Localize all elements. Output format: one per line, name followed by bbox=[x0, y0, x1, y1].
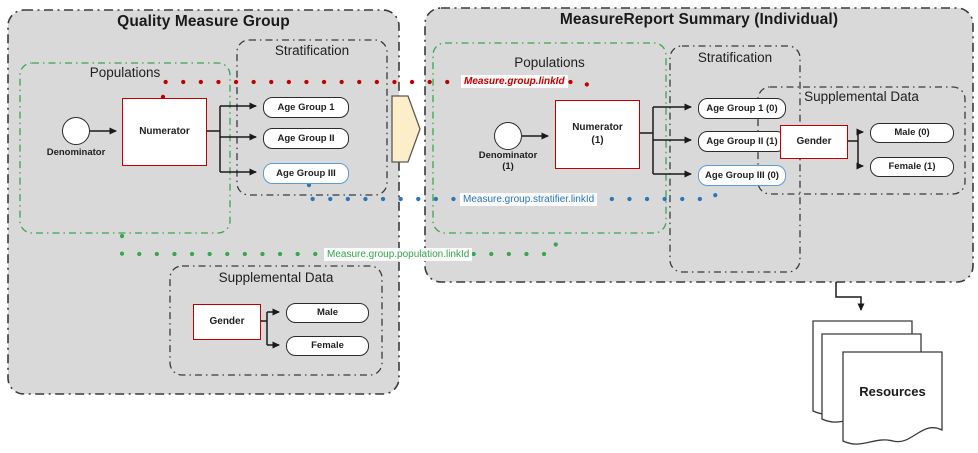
left-populations-label: Populations bbox=[89, 65, 161, 80]
left-supplemental-box bbox=[169, 265, 383, 376]
left-supplemental-label: Supplemental Data bbox=[218, 270, 334, 285]
right-populations-box bbox=[432, 42, 667, 234]
right-denominator-node bbox=[494, 122, 522, 150]
right-male-node: Male (0) bbox=[870, 123, 954, 143]
left-stratum-age-group-2: Age Group II bbox=[263, 128, 349, 149]
right-denominator-label: Denominator (1) bbox=[466, 150, 550, 173]
left-stratification-box bbox=[236, 39, 388, 196]
right-denominator-text: Denominator bbox=[478, 150, 538, 161]
right-stratification-label: Stratification bbox=[697, 50, 773, 65]
group-linkid-label: Measure.group.linkId bbox=[461, 75, 568, 88]
left-gender-node: Gender bbox=[193, 304, 261, 340]
resources-connector bbox=[835, 282, 865, 311]
right-stratification-box bbox=[669, 45, 801, 273]
right-stratum-age-group-3: Age Group III (0) bbox=[698, 165, 786, 186]
right-female-node: Female (1) bbox=[870, 157, 954, 177]
left-connectors bbox=[90, 102, 280, 349]
right-numerator-count: (1) bbox=[591, 134, 604, 146]
right-stratum-age-group-2: Age Group II (1) bbox=[698, 131, 786, 152]
left-panel-title: Quality Measure Group bbox=[117, 13, 290, 30]
transform-chevron-icon bbox=[391, 95, 421, 163]
left-denominator-label: Denominator bbox=[46, 147, 106, 158]
right-panel-title: MeasureReport Summary (Individual) bbox=[559, 11, 839, 28]
right-connectors bbox=[522, 103, 864, 178]
left-numerator-node: Numerator bbox=[122, 98, 207, 166]
stratifier-linkid-label: Measure.group.stratifier.linkId bbox=[460, 193, 598, 206]
stratifier-linkid-trace bbox=[306, 182, 722, 202]
right-populations-label: Populations bbox=[514, 55, 585, 70]
right-numerator-text: Numerator bbox=[572, 122, 623, 133]
document-icon bbox=[842, 351, 943, 445]
resources-label: Resources bbox=[859, 384, 926, 399]
right-stratum-age-group-1: Age Group 1 (0) bbox=[698, 98, 786, 119]
left-stratification-label: Stratification bbox=[274, 43, 350, 58]
right-gender-node: Gender bbox=[780, 125, 848, 159]
left-female-node: Female bbox=[286, 336, 369, 356]
population-linkid-label: Measure.group.population.linkId bbox=[324, 248, 473, 261]
resources-stack-icon bbox=[812, 320, 943, 445]
left-denominator-node bbox=[62, 117, 90, 145]
left-numerator-label: Numerator bbox=[139, 125, 190, 137]
left-populations-box bbox=[19, 62, 231, 234]
left-stratum-age-group-1: Age Group 1 bbox=[263, 97, 349, 118]
right-denominator-count: (1) bbox=[502, 161, 514, 173]
left-male-node: Male bbox=[286, 303, 369, 323]
right-numerator-node: Numerator (1) bbox=[555, 100, 640, 169]
left-stratum-age-group-3: Age Group III bbox=[263, 163, 349, 184]
right-supplemental-label: Supplemental Data bbox=[804, 89, 919, 104]
population-linkid-trace bbox=[119, 233, 562, 257]
